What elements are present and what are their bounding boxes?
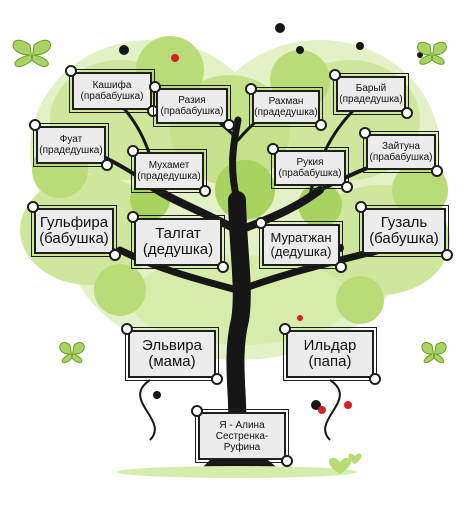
- card-label: Кашифа (прабабушка): [80, 80, 144, 102]
- family-card-baryy: Барый (прадедушка): [329, 69, 413, 119]
- family-card-raziya: Разия (прабабушка): [149, 81, 235, 131]
- family-card-fuat: Фуат (прадедушка): [29, 119, 113, 171]
- family-card-zaytuna: Зайтуна (прабабушка): [359, 127, 443, 177]
- family-card-rukiya: Рукия (прабабушка): [267, 143, 353, 193]
- card-label: Я - Алина Сестренка-Руфина: [215, 419, 269, 453]
- family-card-kashifa: Кашифа (прабабушка): [65, 65, 159, 117]
- butterfly-icon: [12, 39, 447, 364]
- family-card-elvira: Эльвира (мама): [121, 323, 223, 385]
- card-label: Барый (прадедушка): [339, 83, 403, 105]
- card-label: Разия (прабабушка): [160, 95, 224, 117]
- family-card-guzal: Гузаль (бабушка): [355, 201, 453, 261]
- card-label: Рукия (прабабушка): [278, 157, 342, 179]
- family-card-ildar: Ильдар (папа): [279, 323, 381, 385]
- family-card-alina: Я - Алина Сестренка-Руфина: [191, 405, 293, 467]
- family-card-talgat: Талгат (дедушка): [127, 211, 229, 273]
- family-card-rahman: Рахман (прадедушка): [245, 83, 327, 131]
- family-card-muhamet: Мухамет (прадедушка): [127, 145, 211, 197]
- heart-icon: [329, 453, 362, 474]
- card-label: Мухамет (прадедушка): [137, 160, 201, 182]
- card-label: Талгат (дедушка): [142, 224, 214, 258]
- ornament-swirl: [139, 379, 156, 441]
- family-card-muratzhan: Муратжан (дедушка): [255, 217, 347, 273]
- card-label: Муратжан (дедушка): [270, 229, 332, 259]
- card-label: Рахман (прадедушка): [254, 96, 318, 118]
- ground-shadow: [117, 466, 357, 478]
- ornament-swirl: [324, 379, 341, 441]
- card-label: Гузаль (бабушка): [369, 213, 439, 247]
- ladybug-icon: [171, 54, 352, 414]
- card-label: Зайтуна (прабабушка): [369, 141, 433, 163]
- family-card-gulfira: Гульфира (бабушка): [27, 201, 121, 261]
- card-label: Эльвира (мама): [142, 336, 202, 370]
- card-label: Фуат (прадедушка): [39, 134, 103, 156]
- card-label: Ильдар (папа): [303, 336, 357, 370]
- card-label: Гульфира (бабушка): [39, 213, 109, 247]
